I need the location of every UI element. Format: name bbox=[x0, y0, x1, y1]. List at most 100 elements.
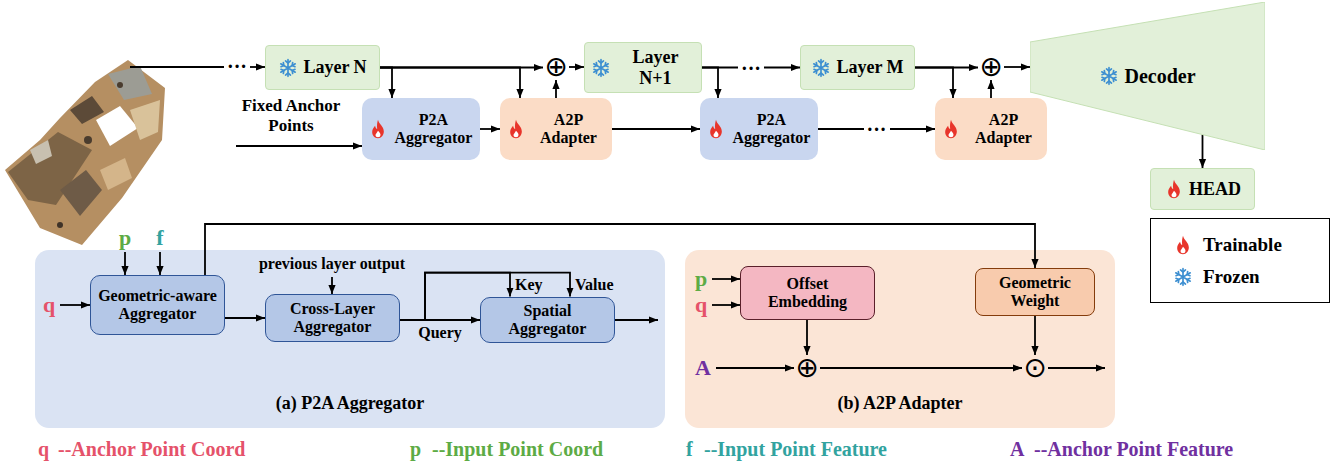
key-description: --Input Point Feature bbox=[704, 438, 887, 461]
scan-patch bbox=[108, 66, 152, 100]
process-box: Cross-Layer Aggregator bbox=[265, 294, 400, 342]
flow-arrow bbox=[1048, 367, 1105, 369]
scan-dot bbox=[84, 136, 92, 144]
flow-line bbox=[130, 66, 224, 68]
frozen-icon bbox=[1099, 66, 1119, 86]
aggregator-box: P2A Aggregator bbox=[700, 98, 818, 160]
frozen-layer-box: Layer N bbox=[265, 45, 380, 90]
box-label: P2A Aggregator bbox=[393, 111, 474, 148]
add-symbol: ⊕ bbox=[978, 54, 1004, 80]
multiply-symbol: ⊙ bbox=[1022, 355, 1048, 381]
scan-furniture bbox=[70, 96, 104, 124]
flow-connector bbox=[806, 320, 808, 355]
box-label: HEAD bbox=[1189, 179, 1241, 200]
trainable-icon bbox=[1164, 179, 1184, 199]
flow-connector bbox=[990, 80, 992, 98]
frozen-icon bbox=[591, 58, 611, 78]
frozen-icon bbox=[811, 58, 831, 78]
box-label: Layer N bbox=[303, 57, 366, 78]
box-label: P2A Aggregator bbox=[731, 111, 812, 148]
flow-connector bbox=[380, 68, 392, 99]
flow-arrow bbox=[331, 277, 333, 294]
detail-panel: (b) A2P Adapter Offset Embedding Geometric… bbox=[685, 250, 1115, 428]
scan-patch bbox=[60, 170, 102, 216]
key-letter: p bbox=[410, 438, 421, 461]
frozen-layer-box: Layer M bbox=[800, 45, 915, 90]
adapter-box: A2P Adapter bbox=[500, 98, 612, 160]
box-label: Geometric Weight bbox=[982, 274, 1088, 311]
input-label: previous layer output bbox=[259, 255, 405, 273]
ellipsis-mark: ··· bbox=[227, 55, 247, 78]
symbol-letter: p bbox=[695, 266, 707, 291]
key-letter: A bbox=[1010, 438, 1024, 461]
decoder-trapezoid: Decoder bbox=[1030, 2, 1265, 150]
connector-label: Query bbox=[418, 324, 462, 342]
symbol-letter: A bbox=[695, 355, 711, 380]
add-symbol: ⊕ bbox=[794, 355, 820, 381]
adapter-box: A2P Adapter bbox=[935, 98, 1047, 160]
symbol-letter: p bbox=[119, 225, 131, 250]
key-letter: q bbox=[38, 438, 49, 461]
scan-wall bbox=[130, 100, 160, 140]
flow-connector bbox=[915, 68, 953, 99]
operator-glyph: ⊕ bbox=[979, 53, 1002, 81]
key-description: --Input Point Coord bbox=[432, 438, 603, 461]
box-label: Decoder bbox=[1124, 65, 1195, 88]
symbol-letter: q bbox=[695, 292, 707, 317]
flow-connector bbox=[1004, 66, 1030, 68]
trainable-icon bbox=[368, 119, 388, 139]
flow-connector bbox=[380, 68, 520, 99]
frozen-icon bbox=[278, 58, 298, 78]
flow-arrow bbox=[716, 367, 794, 369]
legend-box: TrainableFrozen bbox=[1150, 218, 1330, 303]
connector-label: ··· bbox=[738, 56, 764, 79]
key-description: --Anchor Point Coord bbox=[58, 438, 245, 461]
flow-connector bbox=[569, 66, 584, 68]
box-label: A2P Adapter bbox=[966, 111, 1041, 148]
aggregator-box: P2A Aggregator bbox=[362, 98, 480, 160]
frozen-layer-box: Layer N+1 bbox=[584, 42, 702, 93]
flow-connector bbox=[225, 317, 265, 319]
flow-arrow bbox=[250, 66, 265, 68]
flow-connector bbox=[1202, 135, 1204, 168]
key-description: --Anchor Point Feature bbox=[1034, 438, 1233, 461]
add-symbol: ⊕ bbox=[543, 54, 569, 80]
box-label: Geometric-aware Aggregator bbox=[97, 287, 218, 324]
trainable-icon bbox=[941, 119, 961, 139]
trapezoid-outline bbox=[1030, 2, 1265, 150]
flow-arrow bbox=[159, 252, 161, 275]
process-box: Offset Embedding bbox=[740, 266, 875, 320]
flow-connector bbox=[612, 128, 700, 130]
scan-furniture bbox=[100, 158, 132, 190]
panel-title: (b) A2P Adapter bbox=[837, 393, 962, 414]
flow-connector bbox=[702, 68, 718, 99]
process-box: Geometric Weight bbox=[975, 268, 1095, 316]
connector-label: Value bbox=[575, 275, 614, 293]
head-box: HEAD bbox=[1150, 168, 1255, 210]
scan-floor bbox=[5, 60, 165, 245]
trainable-icon bbox=[1173, 235, 1193, 255]
flow-connector bbox=[820, 367, 1022, 369]
process-box: Spatial Aggregator bbox=[480, 297, 615, 344]
flow-arrow bbox=[60, 304, 90, 306]
legend-label: Frozen bbox=[1203, 266, 1260, 288]
box-label: Cross-Layer Aggregator bbox=[272, 300, 393, 337]
flow-connector bbox=[555, 80, 557, 98]
flow-arrow bbox=[712, 278, 740, 280]
box-label: A2P Adapter bbox=[531, 111, 606, 148]
detail-panel: (a) P2A AggregatorGeometric-aware Aggreg… bbox=[35, 250, 665, 428]
symbol-letter: f bbox=[156, 225, 163, 250]
flow-arrow bbox=[615, 319, 658, 321]
legend-row: Trainable bbox=[1173, 234, 1329, 256]
flow-connector bbox=[480, 128, 500, 130]
connector-label: Key bbox=[515, 275, 543, 293]
flow-connector bbox=[1034, 316, 1036, 355]
box-label: Layer N+1 bbox=[616, 47, 695, 88]
flow-arrow bbox=[124, 252, 126, 275]
box-label: Offset Embedding bbox=[747, 275, 868, 312]
process-box: Geometric-aware Aggregator bbox=[90, 275, 225, 335]
scan-furniture bbox=[30, 140, 52, 164]
input-label: Fixed Anchor Points bbox=[232, 96, 350, 135]
flow-arrow bbox=[236, 145, 362, 147]
